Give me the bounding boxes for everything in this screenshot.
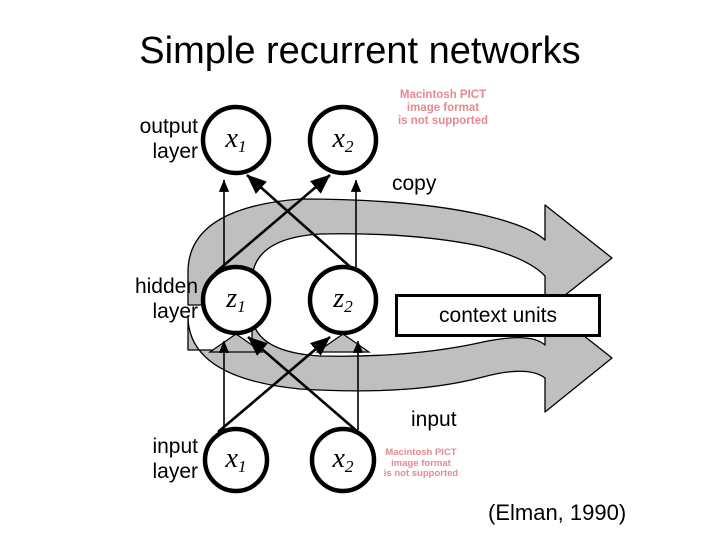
context-units-label: context units (439, 303, 557, 327)
page-title: Simple recurrent networks (139, 30, 581, 72)
row-label-output-layer: output layer (139, 115, 198, 163)
row-label-hidden-layer: hidden layer (134, 275, 198, 323)
feedback-arrow-shape (187, 304, 613, 413)
node-input-x2 (309, 426, 377, 494)
node-hidden-z1 (200, 264, 272, 336)
edge-x2-z1 (247, 336, 359, 433)
row-label-input-layer: input layer (152, 435, 198, 483)
hidden-layer-nodes (200, 264, 379, 336)
node-hidden-z2 (307, 264, 379, 336)
citation: (Elman, 1990) (488, 500, 627, 525)
annotation-copy: copy (392, 172, 437, 195)
edge-z2-x1 (246, 174, 357, 273)
pict-placeholder-bottom: Macintosh PICT image format is not suppo… (383, 447, 459, 480)
pict-placeholder-top: Macintosh PICT image format is not suppo… (397, 89, 489, 127)
node-output-x1 (200, 104, 272, 176)
context-units-box: context units (395, 294, 601, 337)
output-layer-nodes (200, 104, 379, 176)
edge-z1-x2 (215, 174, 331, 273)
edge-x1-z2 (217, 336, 331, 433)
node-output-x2 (307, 104, 379, 176)
hidden-to-output-connections (215, 174, 362, 273)
feedback-arrow-tips (208, 333, 371, 353)
input-to-hidden-connections (217, 336, 364, 433)
copy-arrow-shape (187, 198, 613, 312)
annotation-input: input (411, 408, 457, 431)
input-layer-nodes (202, 426, 377, 494)
node-input-x1 (202, 426, 270, 494)
